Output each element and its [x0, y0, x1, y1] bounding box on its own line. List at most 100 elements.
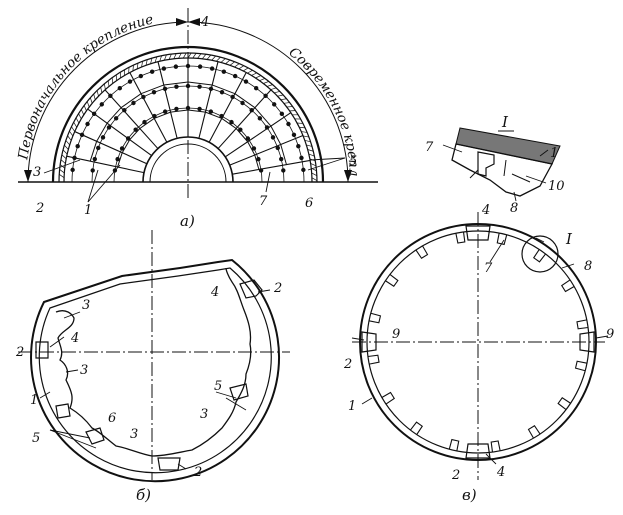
bolt-dot [257, 116, 263, 121]
shell-hatching [59, 52, 318, 181]
bolt-dot [279, 156, 284, 162]
segment-notch [368, 312, 382, 324]
bolt-dot [113, 116, 119, 121]
bolt-dot [142, 119, 147, 125]
rib-line [74, 131, 148, 165]
label-b-3-top: 3 [82, 298, 90, 313]
bolt-dot [275, 145, 280, 151]
cross-line [270, 125, 282, 145]
hatch-line [182, 52, 187, 59]
bolt-dot [208, 109, 214, 114]
hatch-line [173, 53, 177, 59]
bolt-dot [272, 102, 277, 107]
hatch-line [150, 58, 153, 64]
cross-line [120, 93, 142, 109]
label-b-3-mid: 3 [80, 363, 88, 378]
label-a-2: 2 [35, 201, 44, 216]
hatch-line [59, 169, 65, 174]
label-detail-10: 10 [548, 179, 565, 194]
bolt-dot [197, 84, 202, 89]
panel-a-half-section: Первоначальное крепление Современное кре… [0, 0, 378, 230]
hatch-line [90, 97, 93, 104]
bolt-dot [70, 167, 75, 173]
hatch-line [107, 80, 110, 87]
cross-line [254, 154, 260, 170]
hatch-line [187, 52, 192, 59]
rib-line [87, 108, 152, 156]
hatch-line [83, 105, 87, 112]
hatch-line [73, 122, 78, 128]
bolt-dot [243, 79, 249, 84]
hatch-line [159, 55, 162, 62]
bolt-dot [238, 127, 243, 132]
hatch-line [216, 56, 221, 62]
cross-line [139, 118, 155, 129]
bolt-dot [253, 85, 259, 91]
bolt-dot [141, 94, 146, 100]
hatch-line [304, 140, 311, 143]
arrow-top-left-icon [176, 18, 188, 26]
hatch-line [69, 130, 74, 137]
hatch-line [259, 78, 266, 81]
cross-line [247, 141, 256, 156]
rib-line [104, 89, 159, 149]
hatch-line [299, 126, 306, 129]
hatch-line [303, 135, 309, 138]
label-c-7: 7 [484, 261, 493, 276]
label-c-4-top: 4 [481, 203, 490, 218]
bolt-dot [149, 69, 155, 74]
bolt-dot [258, 168, 264, 173]
rib-line [217, 89, 272, 149]
bolt-dot [108, 93, 113, 98]
detail-title: I [501, 113, 509, 131]
rib-line [157, 61, 178, 139]
cross-line [163, 81, 189, 86]
hatch-line [311, 177, 318, 181]
bolt-dot [230, 94, 235, 100]
rib-line [66, 155, 145, 174]
bolt-dot [256, 156, 261, 162]
detail-i: I 7 1 10 8 [425, 113, 565, 216]
hatch-line [96, 90, 99, 97]
bolt-dot [91, 111, 97, 117]
rib-line [229, 135, 304, 166]
hatch-line [201, 54, 207, 60]
cross-line [234, 93, 256, 109]
bolt-dot [75, 143, 80, 149]
caption-b: б) [136, 486, 151, 504]
bolt-dot [221, 69, 227, 74]
label-detail-1: 1 [550, 146, 558, 161]
hatch-line [206, 54, 212, 60]
hatch-line [308, 153, 315, 157]
label-detail-7: 7 [425, 140, 434, 155]
hatch-line [65, 140, 70, 146]
hatch-line [71, 126, 76, 132]
cross-line [187, 109, 206, 113]
hatch-line [93, 93, 96, 100]
bolt-dot [127, 79, 133, 84]
bolt-dot [281, 168, 286, 173]
hatch-line [247, 69, 253, 74]
rib-line [198, 61, 219, 139]
bolt-dot [162, 86, 168, 91]
cross-line [280, 144, 287, 165]
cross-line [89, 141, 98, 162]
hatch-line [197, 53, 202, 59]
cross-line [129, 128, 141, 141]
cross-line [212, 84, 236, 95]
label-a-7: 7 [259, 194, 268, 209]
hatch-line [263, 81, 269, 84]
segment-notch [448, 438, 460, 452]
label-b-5-left: 5 [32, 431, 40, 446]
bolt-dot [119, 146, 125, 151]
hatch-line [283, 102, 290, 104]
cross-line [121, 139, 131, 153]
segment-notch [409, 421, 424, 435]
hatch-line [136, 63, 139, 69]
arrow-right-icon [344, 170, 352, 182]
label-b-6: 6 [108, 411, 116, 426]
hatch-line [220, 58, 226, 63]
bolt-dot [131, 100, 136, 106]
bolt-dot [96, 145, 101, 151]
